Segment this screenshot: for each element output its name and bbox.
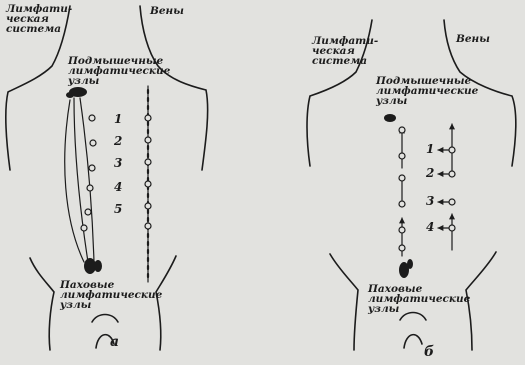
panel-a-lymph-vessel-2 [74,98,88,262]
panel-b-left-leg [330,254,358,350]
panel-b-axillary-node [384,114,396,122]
panel-a-letter: а [110,334,119,350]
panel-b-axillary-label: Подмышечные лимфатические узлы [376,76,478,106]
panel-a-number-2: 2 [114,134,122,148]
panel-a-inguinal-label: Паховые лимфатические узлы [60,280,162,310]
panel-b-number-1: 1 [426,142,434,156]
panel-b-number-4: 4 [426,220,434,234]
panel-b-inguinal-node-2 [407,259,413,269]
panel-b-inguinal-label: Паховые лимфатические узлы [368,284,470,314]
panel-a-lymph-label: Лимфати- ческая система [6,4,72,34]
panel-a-right-contour [140,6,208,170]
panel-a-axillary-label: Подмышечные лимфатические узлы [68,56,170,86]
panel-b-letter: б [424,344,434,360]
panel-b-lymph-label: Лимфати- ческая система [312,36,378,66]
panel-a-veins-label: Вены [150,6,184,16]
panel-b-veins-label: Вены [456,34,490,44]
panel-a-lymph-vessel-1 [80,98,94,262]
panel-a-number-5: 5 [114,202,122,216]
panel-a-axillary-node-2 [66,92,74,98]
panel-a-number-3: 3 [114,156,122,170]
panel-a-inguinal-node-2 [94,260,102,272]
panel-b-number-3: 3 [426,194,434,208]
panel-b-number-2: 2 [426,166,434,180]
panel-a-left-leg [30,258,54,350]
panel-b-right-leg [466,252,496,350]
panel-a-number-4: 4 [114,180,122,194]
panel-b-groin [400,313,426,349]
panel-a-number-1: 1 [114,112,122,126]
